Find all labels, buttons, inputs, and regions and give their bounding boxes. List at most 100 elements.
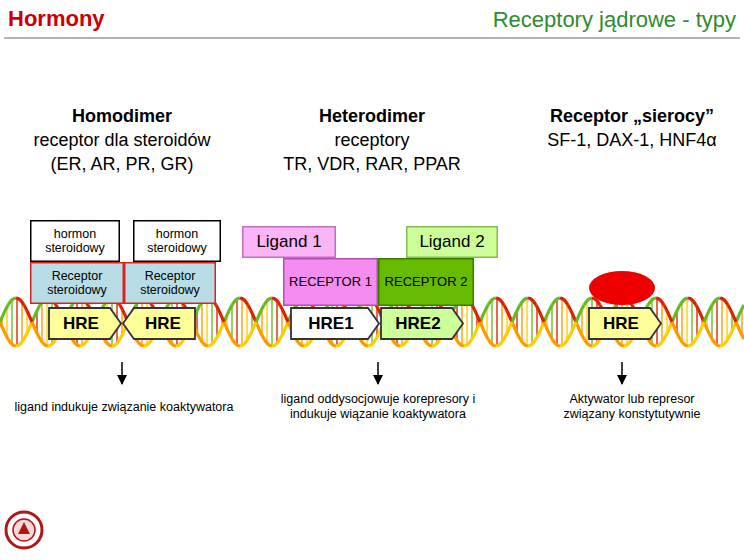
helix-strand xyxy=(144,339,152,346)
column-heading: Heterodimer xyxy=(319,106,425,128)
orphan-factor xyxy=(589,271,655,305)
helix-rung xyxy=(206,298,208,346)
helix-strand xyxy=(712,298,720,305)
helix-rung xyxy=(241,298,243,345)
column-heading: Receptor „sierocy” xyxy=(550,106,714,128)
helix-strand xyxy=(720,339,728,346)
helix-strand xyxy=(392,339,400,346)
helix-strand xyxy=(72,339,80,346)
helix-strand xyxy=(680,339,688,346)
helix-strand xyxy=(736,305,744,322)
helix-strand xyxy=(16,298,24,305)
helix-strand xyxy=(504,322,512,339)
helix-strand xyxy=(464,339,472,346)
helix-strand xyxy=(8,298,16,305)
node-shape xyxy=(243,227,336,258)
helix-strand xyxy=(368,339,376,346)
node-shape xyxy=(134,221,221,262)
hre-element: HRE xyxy=(48,307,122,340)
helix-strand xyxy=(568,322,576,339)
helix-strand xyxy=(488,339,496,346)
helix-strand xyxy=(400,339,408,346)
helix-strand xyxy=(112,339,120,346)
helix-rung xyxy=(471,305,473,339)
helix-rung xyxy=(501,302,503,342)
helix-strand xyxy=(264,298,272,305)
helix-rung xyxy=(41,302,43,342)
annotation-note: Aktywator lub represor związany konstytu… xyxy=(548,392,716,422)
helix-strand xyxy=(304,339,312,346)
helix-strand xyxy=(664,305,672,322)
node-label: HRE xyxy=(63,314,99,334)
ligand-box: Ligand 2 xyxy=(406,226,498,258)
annotation-note: ligand indukuje związanie koaktywatora xyxy=(15,400,234,415)
helix-strand xyxy=(336,339,344,346)
helix-strand xyxy=(40,339,48,346)
helix-strand xyxy=(360,339,368,346)
down-arrow xyxy=(377,362,379,384)
node-label: hormon steroidowy xyxy=(137,227,217,256)
helix-strand xyxy=(472,322,480,339)
node-label: Receptor steroidowy xyxy=(34,269,120,298)
helix-rung xyxy=(21,302,23,342)
node-shape xyxy=(407,227,498,258)
helix-strand xyxy=(80,339,88,346)
helix-strand xyxy=(216,305,224,322)
helix-rung xyxy=(551,305,553,339)
helix-strand xyxy=(232,298,240,305)
node-shape xyxy=(49,308,121,339)
hre-element: HRE1 xyxy=(290,307,380,340)
node-label: Receptor steroidowy xyxy=(128,269,212,298)
helix-strand xyxy=(32,322,40,339)
helix-strand xyxy=(720,298,728,305)
helix-strand xyxy=(624,339,632,346)
helix-strand xyxy=(16,339,24,346)
helix-strand xyxy=(688,298,696,305)
helix-strand xyxy=(8,339,16,346)
helix-strand xyxy=(648,298,656,305)
node-label: RECEPTOR 2 xyxy=(385,275,468,290)
helix-rung xyxy=(681,302,683,342)
helix-strand xyxy=(328,339,336,346)
helix-strand xyxy=(272,298,280,305)
helix-strand xyxy=(24,322,32,339)
helix-strand xyxy=(280,322,288,339)
annotation-note: ligand oddysocjowuje korepresory i induk… xyxy=(262,392,494,422)
helix-rung xyxy=(236,299,238,345)
node-label: Ligand 1 xyxy=(256,232,321,252)
helix-rung xyxy=(661,302,663,342)
receptor-box: Receptor steroidowy xyxy=(30,262,124,304)
helix-strand xyxy=(584,298,592,305)
helix-strand xyxy=(0,322,8,339)
helix-strand xyxy=(576,305,584,322)
helix-strand xyxy=(48,339,56,346)
node-label: RECEPTOR 1 xyxy=(289,275,372,290)
helix-strand xyxy=(248,305,256,322)
receptor-box: RECEPTOR 1 xyxy=(283,258,378,306)
node-shape xyxy=(589,308,661,339)
helix-rung xyxy=(721,298,723,345)
ligand-box: Ligand 1 xyxy=(242,226,336,258)
column-subheading: receptor dla steroidów xyxy=(33,130,210,152)
column-subheading: SF-1, DAX-1, HNF4α xyxy=(547,130,716,152)
helix-strand xyxy=(32,305,40,322)
helix-rung xyxy=(46,298,48,346)
helix-strand xyxy=(536,305,544,322)
helix-strand xyxy=(576,322,584,339)
helix-rung xyxy=(231,305,233,339)
helix-strand xyxy=(240,339,248,346)
helix-strand xyxy=(528,339,536,346)
receptor-box: Receptor steroidowy xyxy=(124,262,216,304)
helix-strand xyxy=(136,339,144,346)
helix-strand xyxy=(208,339,216,346)
node-label: HRE1 xyxy=(308,314,353,334)
hre-element: HRE xyxy=(588,307,662,340)
helix-rung xyxy=(496,298,498,346)
node-shape xyxy=(381,308,463,339)
helix-strand xyxy=(712,339,720,346)
helix-strand xyxy=(256,305,264,322)
helix-strand xyxy=(272,339,280,346)
helix-rung xyxy=(566,303,568,340)
helix-strand xyxy=(216,322,224,339)
helix-strand xyxy=(544,305,552,322)
